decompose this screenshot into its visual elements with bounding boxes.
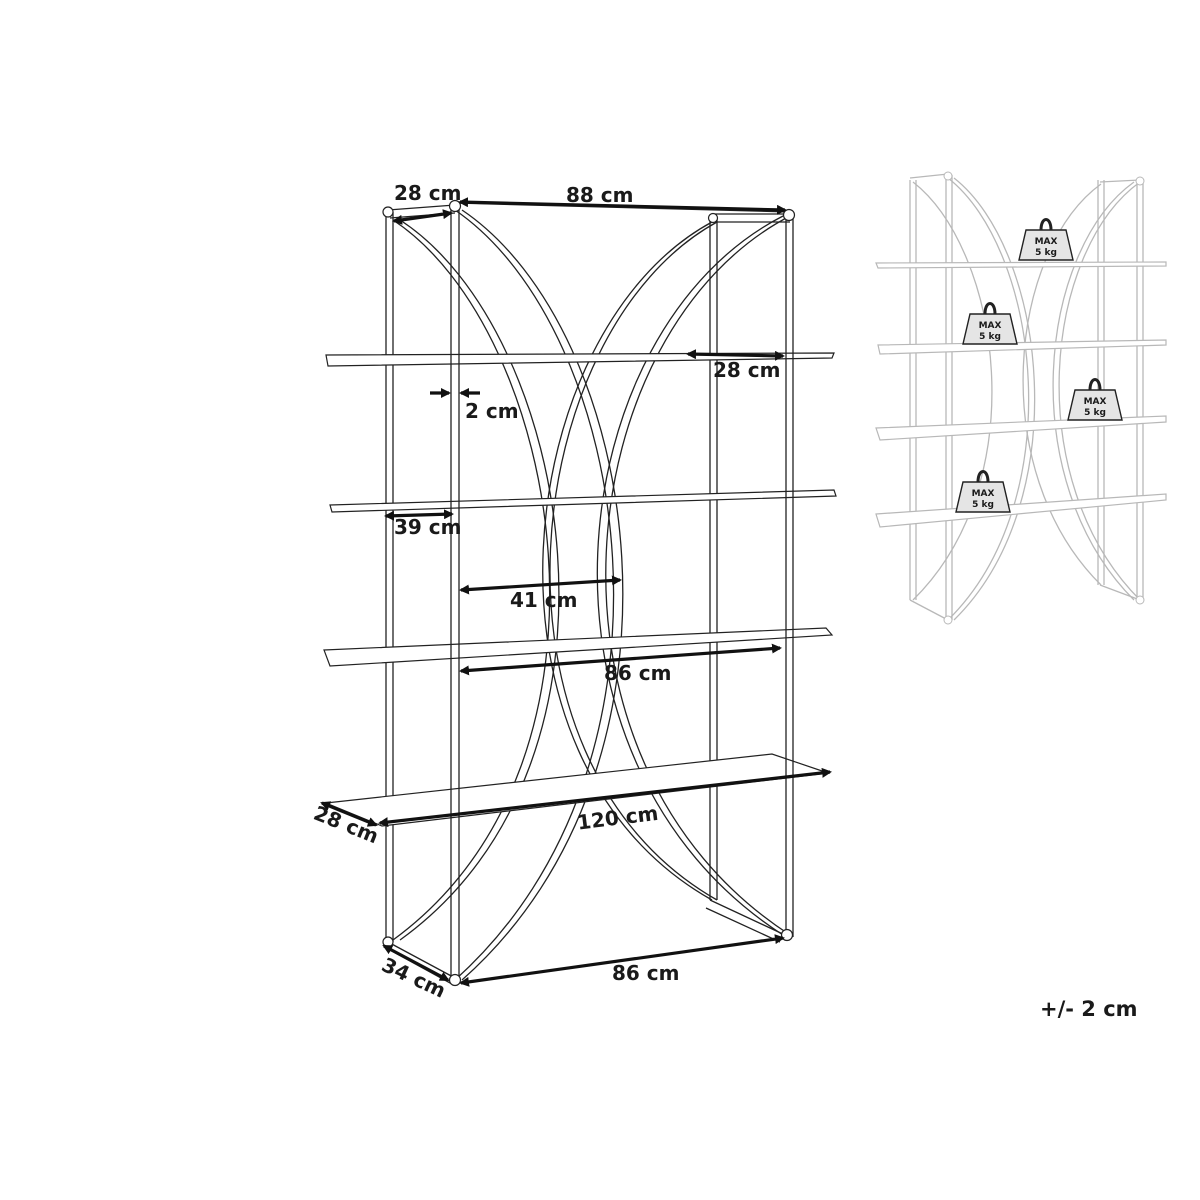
arrow-shelf-depth-right bbox=[686, 349, 785, 361]
tolerance-note: +/- 2 cm bbox=[1040, 997, 1138, 1021]
shelf-2 bbox=[329, 489, 837, 513]
label-tube-diameter: 2 cm bbox=[465, 399, 519, 423]
arrow-middle-depth bbox=[384, 509, 454, 521]
dimension-arrows bbox=[320, 197, 832, 987]
label-base-width: 86 cm bbox=[612, 961, 680, 985]
label-top-width: 88 cm bbox=[566, 183, 634, 207]
arrow-front-depth bbox=[320, 801, 378, 827]
arrow-top-width bbox=[458, 197, 787, 215]
post-caps bbox=[382, 199, 796, 987]
shelf-unit-line-drawing bbox=[323, 199, 837, 987]
arrow-shelf-length bbox=[378, 767, 832, 828]
weight-icon: MAX 5 kg bbox=[962, 302, 1018, 345]
weight-value-label: 5 kg bbox=[1084, 408, 1106, 418]
curved-frame-arcs bbox=[392, 209, 791, 981]
label-shelf-length: 120 cm bbox=[576, 801, 660, 835]
weight-icon: MAX 5 kg bbox=[955, 470, 1011, 513]
weight-max-label: MAX bbox=[972, 489, 995, 499]
weight-value-label: 5 kg bbox=[972, 500, 994, 510]
label-top-depth: 28 cm bbox=[394, 181, 462, 205]
rear-posts bbox=[385, 212, 718, 942]
weight-value-label: 5 kg bbox=[979, 332, 1001, 342]
label-middle-depth: 39 cm bbox=[394, 515, 462, 539]
label-shelf-inner-width: 86 cm bbox=[604, 661, 672, 685]
label-shelf-depth-right: 28 cm bbox=[713, 358, 781, 382]
arrow-base-depth bbox=[382, 944, 450, 982]
weight-max-label: MAX bbox=[1084, 397, 1107, 407]
label-inner-width: 41 cm bbox=[510, 588, 578, 612]
weight-value-label: 5 kg bbox=[1035, 248, 1057, 258]
load-capacity-diagram: MAX 5 kg MAX 5 kg MAX 5 kg MAX 5 kg bbox=[875, 171, 1167, 625]
arrow-base-width bbox=[459, 934, 785, 987]
arrow-shelf-inner-width bbox=[459, 643, 782, 676]
weight-max-label: MAX bbox=[979, 321, 1002, 331]
arrow-inner-width bbox=[459, 575, 622, 595]
shelf-3 bbox=[323, 627, 834, 667]
bottom-bars bbox=[387, 899, 786, 985]
label-base-depth: 34 cm bbox=[378, 952, 449, 1002]
front-posts bbox=[450, 207, 794, 982]
weight-icon: MAX 5 kg bbox=[1067, 378, 1123, 421]
weight-icon: MAX 5 kg bbox=[1018, 218, 1074, 261]
weight-max-label: MAX bbox=[1035, 237, 1058, 247]
arrow-top-depth bbox=[392, 209, 453, 225]
